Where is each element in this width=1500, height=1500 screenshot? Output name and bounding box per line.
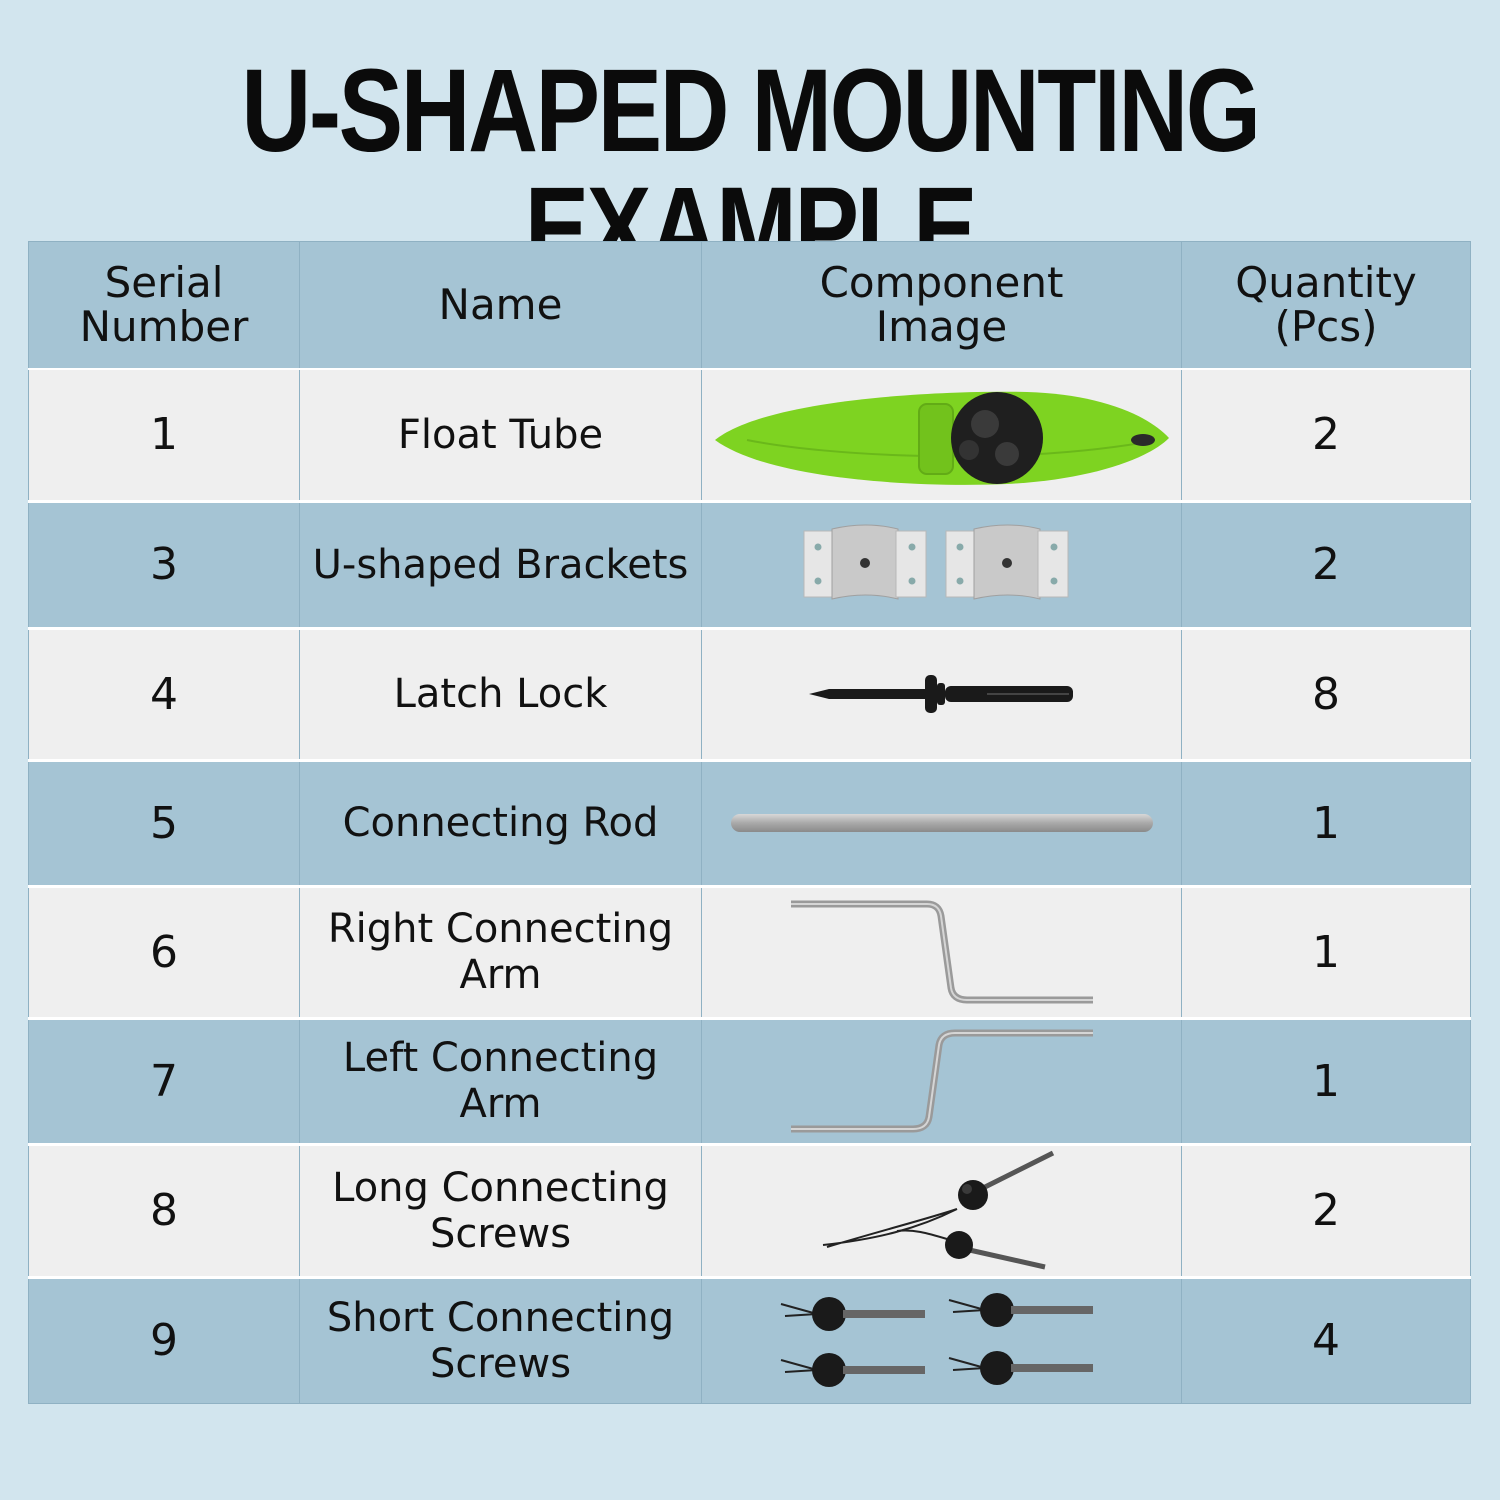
header-quantity: Quantity (Pcs)	[1181, 241, 1471, 370]
u-bracket-icon	[803, 524, 1068, 600]
name-cell: Left Connecting Arm	[299, 1018, 702, 1146]
header-serial-number: Serial Number	[28, 241, 300, 370]
header-name: Name	[299, 241, 702, 370]
image-cell	[701, 369, 1182, 503]
name-cell: Right Connecting Arm	[299, 886, 702, 1020]
table-header-row: Serial Number Name Component Image Quant…	[28, 241, 1471, 370]
table-row: 9 Short Connecting Screws	[28, 1277, 1471, 1403]
table-row: 6 Right Connecting Arm 1	[28, 886, 1471, 1020]
image-cell	[701, 1018, 1182, 1146]
name-cell: Float Tube	[299, 369, 702, 503]
serial-cell: 6	[28, 886, 300, 1020]
serial-cell: 9	[28, 1277, 300, 1403]
float-tube-icon	[714, 391, 1169, 485]
quantity-cell: 1	[1181, 760, 1471, 888]
serial-cell: 5	[28, 760, 300, 888]
image-cell	[701, 1144, 1182, 1279]
table-row: 4 Latch Lock 8	[28, 628, 1471, 762]
short-screws-icon	[780, 1292, 1093, 1387]
parts-table: Serial Number Name Component Image Quant…	[28, 241, 1471, 1404]
quantity-cell: 1	[1181, 886, 1471, 1020]
table-row: 8 Long Connecting Screws 2	[28, 1144, 1471, 1279]
quantity-cell: 2	[1181, 501, 1471, 630]
serial-cell: 8	[28, 1144, 300, 1279]
image-cell	[701, 1277, 1182, 1403]
image-cell	[701, 628, 1182, 762]
quantity-cell: 2	[1181, 369, 1471, 503]
table-row: 1 Float Tube 2	[28, 369, 1471, 503]
name-cell: Latch Lock	[299, 628, 702, 762]
serial-cell: 3	[28, 501, 300, 630]
image-cell	[701, 886, 1182, 1020]
table-row: 5 Connecting Rod 1	[28, 760, 1471, 888]
name-cell: U-shaped Brackets	[299, 501, 702, 630]
serial-cell: 7	[28, 1018, 300, 1146]
header-component-image: Component Image	[701, 241, 1182, 370]
name-cell: Connecting Rod	[299, 760, 702, 888]
connecting-rod-icon	[730, 814, 1153, 832]
left-arm-icon	[790, 1029, 1093, 1133]
latch-lock-icon	[808, 675, 1073, 713]
image-cell	[701, 760, 1182, 888]
name-cell: Short Connecting Screws	[299, 1277, 702, 1403]
page-title: U-SHAPED MOUNTING EXAMPLE	[241, 45, 1261, 295]
name-cell: Long Connecting Screws	[299, 1144, 702, 1279]
table-row: 7 Left Connecting Arm 1	[28, 1018, 1471, 1146]
serial-cell: 4	[28, 628, 300, 762]
quantity-cell: 4	[1181, 1277, 1471, 1403]
table-row: 3 U-shaped Brackets	[28, 501, 1471, 630]
quantity-cell: 1	[1181, 1018, 1471, 1146]
long-screws-icon	[822, 1150, 1054, 1269]
serial-cell: 1	[28, 369, 300, 503]
quantity-cell: 8	[1181, 628, 1471, 762]
right-arm-icon	[790, 900, 1093, 1004]
quantity-cell: 2	[1181, 1144, 1471, 1279]
image-cell	[701, 501, 1182, 630]
